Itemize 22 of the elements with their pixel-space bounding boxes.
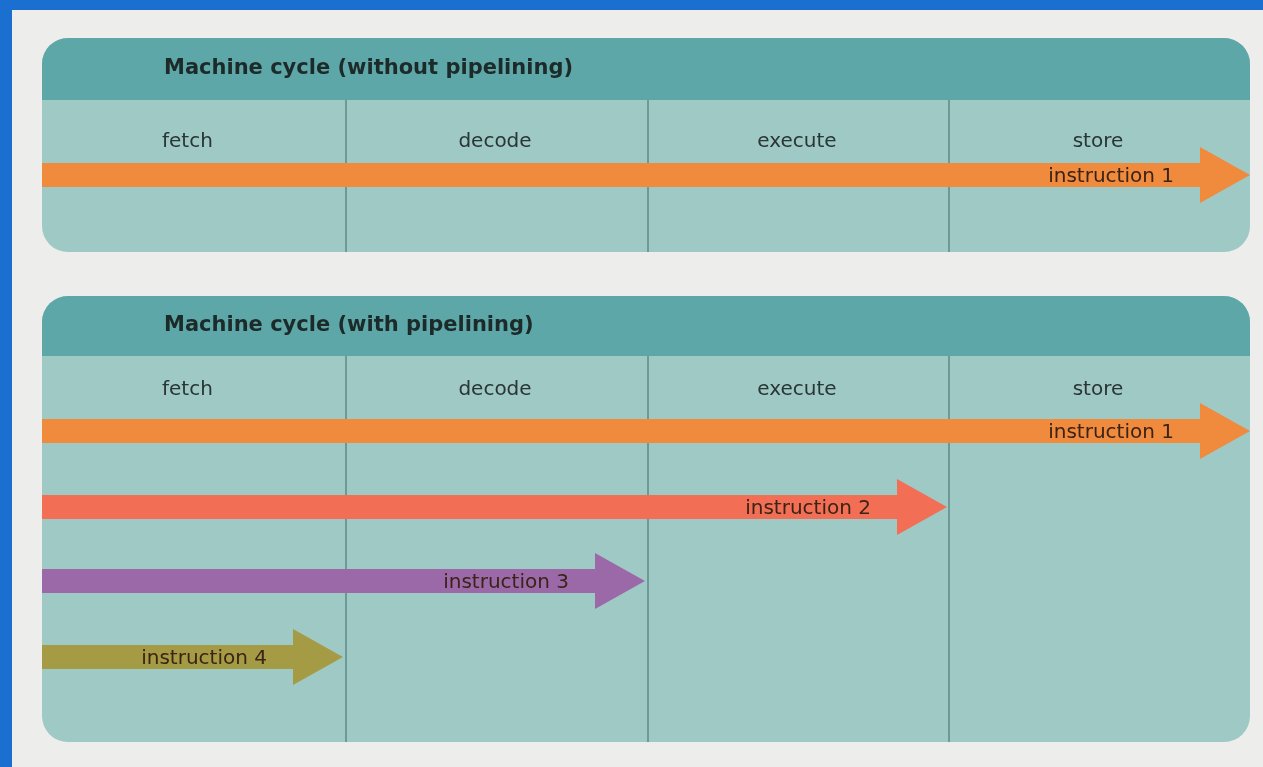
column-heading: fetch xyxy=(162,128,213,152)
column-heading: fetch xyxy=(162,376,213,400)
panel xyxy=(42,38,1250,252)
panel xyxy=(42,296,1250,742)
column-heading: execute xyxy=(757,128,837,152)
column-heading: store xyxy=(1072,376,1124,400)
column-heading: execute xyxy=(757,376,837,400)
panel-title: Machine cycle (with pipelining) xyxy=(164,312,534,336)
instruction-bar xyxy=(42,553,645,609)
column-heading: decode xyxy=(458,376,532,400)
instruction-bar xyxy=(42,629,343,685)
panel-title: Machine cycle (without pipelining) xyxy=(164,55,574,79)
instruction-bar xyxy=(42,147,1250,203)
bar-label: instruction 4 xyxy=(141,645,267,669)
instruction-bar xyxy=(42,403,1250,459)
bar-label: instruction 1 xyxy=(1048,419,1174,443)
column-heading: decode xyxy=(458,128,532,152)
column-heading: store xyxy=(1072,128,1124,152)
bar-label: instruction 2 xyxy=(745,495,871,519)
bar-label: instruction 1 xyxy=(1048,163,1174,187)
instruction-bar xyxy=(42,479,947,535)
bar-label: instruction 3 xyxy=(443,569,569,593)
